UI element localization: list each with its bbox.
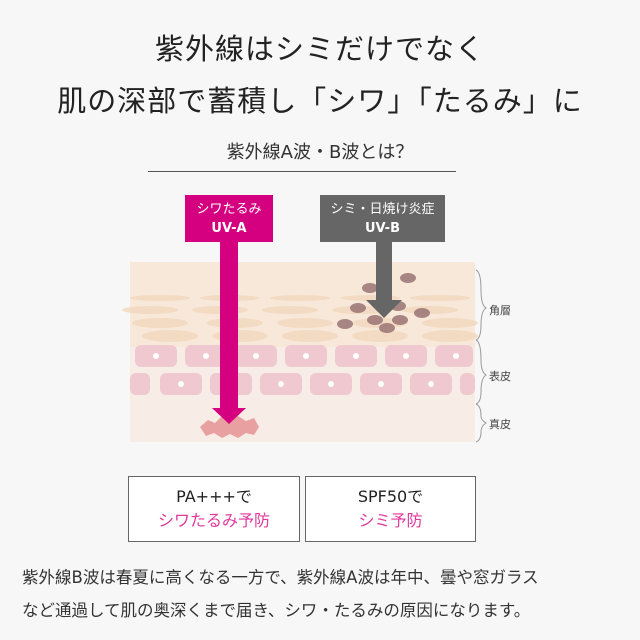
uva-label: シワたるみ UV-A bbox=[185, 195, 273, 242]
spf-protection-box: SPF50で シミ予防 bbox=[305, 476, 476, 542]
spf-benefit: シミ予防 bbox=[358, 511, 423, 530]
pa-rating: PA+++で bbox=[176, 487, 252, 506]
uvb-label-text: シミ・日焼け炎症 bbox=[330, 202, 435, 217]
uva-label-text: シワたるみ bbox=[196, 202, 262, 217]
spf-rating: SPF50で bbox=[357, 487, 424, 506]
headline-line-2: 肌の深部で蓄積し「シワ」「たるみ」に bbox=[57, 84, 583, 118]
uvb-label-type: UV-B bbox=[365, 221, 400, 236]
uva-arrow bbox=[212, 242, 246, 424]
headline-line-1: 紫外線はシミだけでなく bbox=[154, 32, 485, 66]
uvb-label: シミ・日焼け炎症 UV-B bbox=[320, 195, 445, 242]
melanin-spots bbox=[337, 273, 430, 333]
skin-diagram bbox=[122, 242, 487, 443]
layer-brackets bbox=[475, 269, 487, 443]
subtitle: 紫外線A波・B波とは？ bbox=[226, 142, 414, 163]
subtitle-divider bbox=[148, 171, 456, 172]
description-line-2: など通過して肌の奥深くまで届き、シワ・たるみの原因になります。 bbox=[22, 601, 531, 620]
skin-layers bbox=[122, 262, 478, 442]
layer-label-dermis: 真皮 bbox=[489, 418, 511, 431]
layer-label-stratum-corneum: 角層 bbox=[489, 304, 511, 317]
absorption-burst bbox=[200, 416, 259, 438]
uva-label-type: UV-A bbox=[211, 221, 247, 236]
pa-benefit: シワたるみ予防 bbox=[157, 511, 270, 530]
pa-protection-box: PA+++で シワたるみ予防 bbox=[128, 476, 300, 542]
uvb-arrow bbox=[366, 242, 402, 318]
layer-label-epidermis: 表皮 bbox=[489, 370, 511, 383]
description-line-1: 紫外線B波は春夏に高くなる一方で、紫外線A波は年中、曇や窓ガラス bbox=[22, 568, 539, 587]
